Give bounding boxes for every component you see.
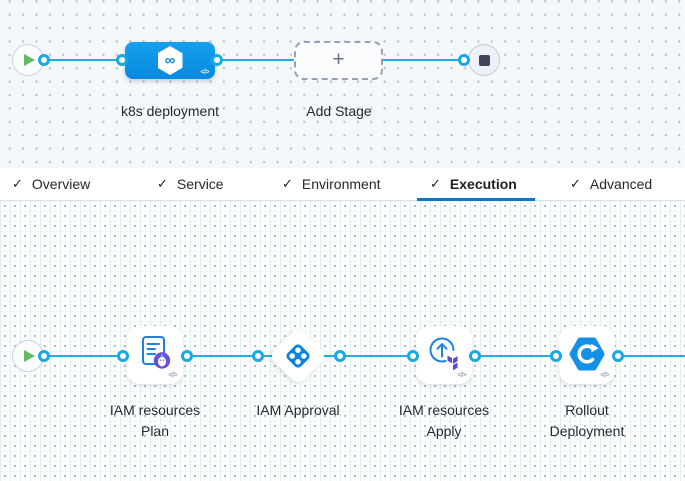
check-icon: ✓ <box>157 176 168 191</box>
plus-icon: + <box>332 48 345 71</box>
yaml-code-icon[interactable]: </> <box>200 69 209 76</box>
link-port <box>334 350 346 362</box>
check-icon: ✓ <box>430 176 441 191</box>
play-icon <box>24 350 35 362</box>
link-port <box>252 350 264 362</box>
step-label: IAM Approval <box>256 402 340 418</box>
stage-flow-line <box>44 59 472 61</box>
play-icon <box>24 54 35 66</box>
exec-flow-line <box>44 355 685 357</box>
check-icon: ✓ <box>12 176 23 191</box>
link-port <box>469 350 481 362</box>
add-stage-label: Add Stage <box>306 103 372 119</box>
step-rollout-deployment[interactable]: </> <box>559 326 615 384</box>
link-port <box>612 350 624 362</box>
check-icon: ✓ <box>282 176 293 191</box>
yaml-code-icon[interactable]: </> <box>600 372 609 379</box>
stage-canvas: ∞ </> + k8s deployment Add Stage <box>0 0 685 168</box>
link-port <box>38 350 50 362</box>
link-port <box>407 350 419 362</box>
terraform-plan-icon <box>142 336 171 369</box>
cd-stage-icon: ∞ <box>157 46 183 75</box>
yaml-code-icon[interactable]: </> <box>168 372 177 379</box>
tab-advanced[interactable]: ✓ Advanced <box>570 176 653 192</box>
step-iam-resources-apply[interactable]: </> <box>416 326 472 384</box>
link-port <box>181 350 193 362</box>
stage-label: k8s deployment <box>120 103 220 119</box>
check-icon: ✓ <box>570 176 581 191</box>
link-port <box>117 350 129 362</box>
stop-icon <box>478 54 490 66</box>
pipeline-end-node[interactable] <box>468 44 500 76</box>
harness-approval-icon <box>286 344 310 368</box>
rollout-deployment-icon <box>569 337 605 371</box>
tab-overview[interactable]: ✓ Overview <box>12 176 91 192</box>
yaml-code-icon[interactable]: </> <box>457 372 466 379</box>
link-port <box>116 54 128 66</box>
step-iam-approval[interactable] <box>268 326 328 386</box>
link-port <box>458 54 470 66</box>
step-iam-resources-plan[interactable]: </> <box>127 326 183 384</box>
step-label: IAM resources Plan <box>109 402 201 439</box>
stage-node-k8s-deployment[interactable]: ∞ </> <box>125 42 215 79</box>
link-port <box>211 54 223 66</box>
execution-canvas: </> </> <box>0 201 685 481</box>
add-stage-button[interactable]: + <box>294 41 383 80</box>
tab-service[interactable]: ✓ Service <box>157 176 224 192</box>
step-label: Rollout Deployment <box>549 402 625 439</box>
tab-environment[interactable]: ✓ Environment <box>282 176 381 192</box>
tab-execution[interactable]: ✓ Execution <box>430 176 517 192</box>
terraform-apply-icon <box>429 337 458 371</box>
link-port <box>550 350 562 362</box>
active-tab-underline <box>417 198 535 201</box>
stage-config-tabbar: ✓ Overview ✓ Service ✓ Environment ✓ Exe… <box>0 168 685 201</box>
link-port <box>38 54 50 66</box>
step-label: IAM resources Apply <box>398 402 490 439</box>
